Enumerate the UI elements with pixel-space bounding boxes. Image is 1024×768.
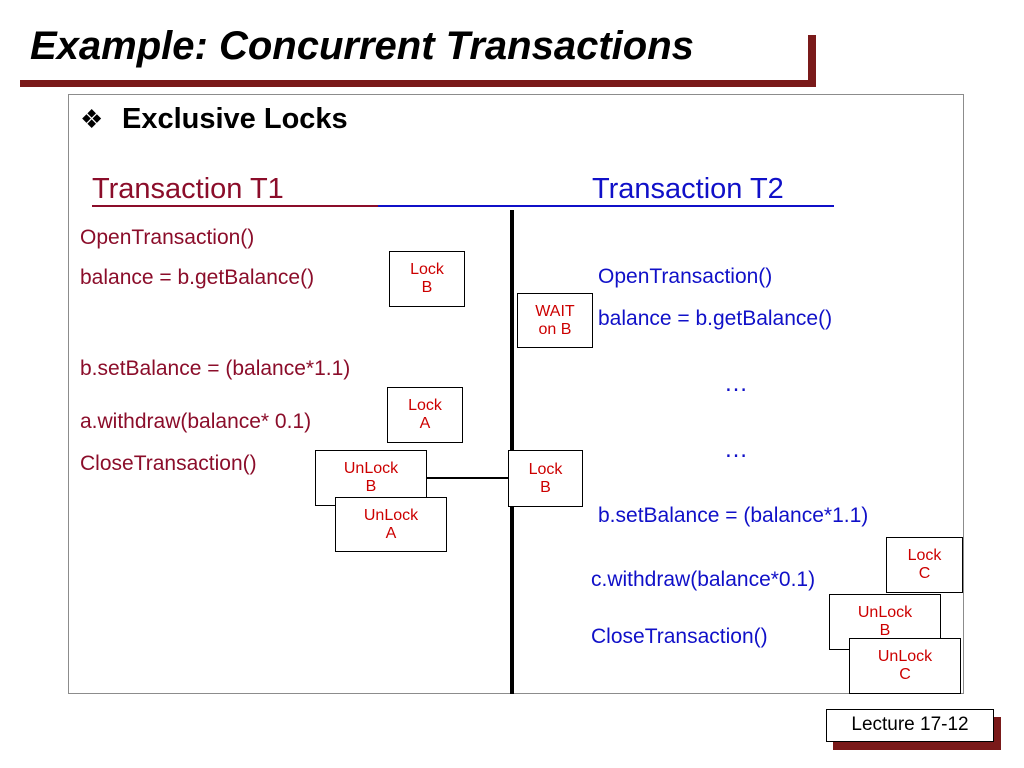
t1-open-transaction: OpenTransaction() [80, 226, 255, 249]
t1-get-balance: balance = b.getBalance() [80, 266, 315, 289]
diamond-bullet-icon: ❖ [80, 104, 104, 134]
t2-close-transaction: CloseTransaction() [591, 625, 768, 648]
t2-open-transaction: OpenTransaction() [598, 265, 773, 288]
header-underline-t1 [92, 205, 378, 207]
t2-set-balance: b.setBalance = (balance*1.1) [598, 504, 869, 527]
content-frame [68, 94, 964, 694]
lecture-number-label: Lecture 17-12 [826, 709, 994, 742]
unlock-lock-connector [425, 477, 510, 479]
t1-withdraw: a.withdraw(balance* 0.1) [80, 410, 312, 433]
t1-set-balance: b.setBalance = (balance*1.1) [80, 357, 351, 380]
bullet-text: Exclusive Locks [122, 103, 348, 135]
transaction-t2-header: Transaction T2 [592, 173, 784, 205]
t2-get-balance: balance = b.getBalance() [598, 307, 833, 330]
t2-withdraw: c.withdraw(balance*0.1) [591, 568, 816, 591]
t1-close-transaction: CloseTransaction() [80, 452, 257, 475]
slide-title: Example: Concurrent Transactions [30, 24, 694, 68]
title-box [12, 22, 808, 80]
t2-ellipsis-1: … [724, 370, 748, 397]
t2-ellipsis-2: … [724, 436, 748, 463]
header-underline-t2 [378, 205, 834, 207]
transaction-t1-header: Transaction T1 [92, 173, 284, 205]
